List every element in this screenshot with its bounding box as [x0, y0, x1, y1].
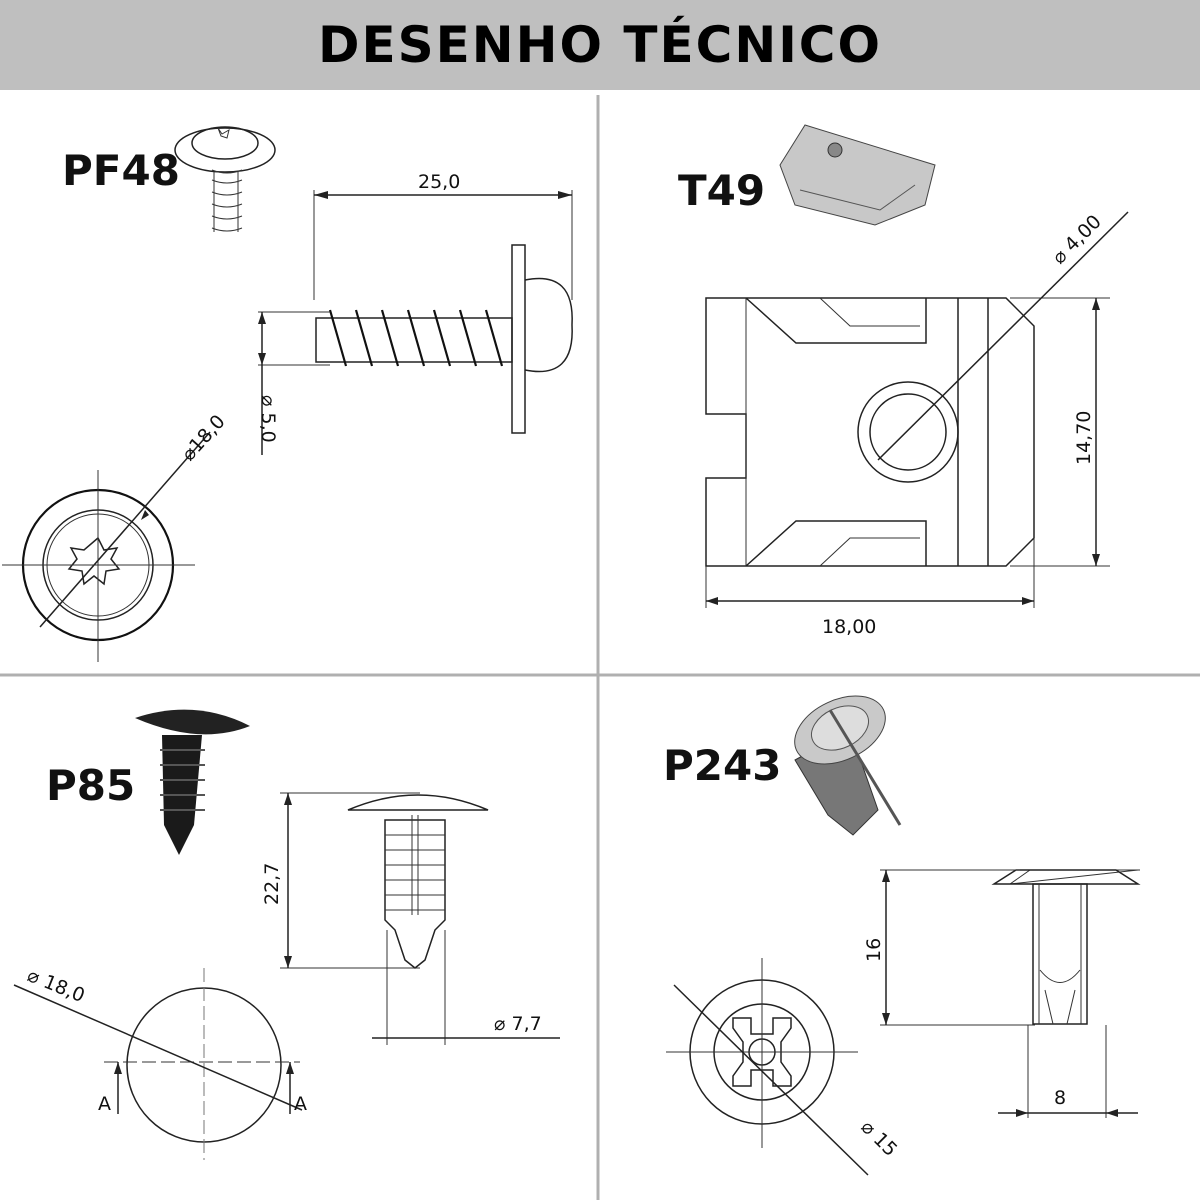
part-label-p243: P243	[663, 741, 781, 790]
part-t49: T49 14,70 18,00 ⌀ 4,	[678, 124, 1129, 638]
dim-t49-width: 18,00	[822, 616, 876, 638]
page-title: DESENHO TÉCNICO	[317, 16, 883, 74]
dim-p85-shank-diameter: ⌀ 7,7	[494, 1013, 542, 1035]
p85-side-view: 22,7 ⌀ 7,7	[261, 792, 560, 1045]
p243-side-view: 16 8	[863, 869, 1141, 1118]
part-label-pf48: PF48	[62, 146, 180, 195]
part-p243: P243 16 8	[663, 695, 1141, 1176]
header-banner: DESENHO TÉCNICO	[0, 0, 1200, 90]
pf48-3d-icon	[174, 126, 276, 232]
dim-p243-diameter: ⌀ 15	[856, 1116, 901, 1161]
t49-3d-icon	[779, 124, 936, 226]
p243-3d-icon	[794, 695, 902, 836]
dim-p243-width: 8	[1054, 1087, 1066, 1109]
dim-p85-head-diameter: ⌀ 18,0	[24, 964, 88, 1007]
dim-pf48-length: 25,0	[418, 171, 460, 193]
part-label-p85: P85	[46, 761, 135, 810]
dim-p85-length: 22,7	[261, 863, 283, 905]
part-pf48: PF48 ⌀ 5,0 25,0	[2, 126, 573, 662]
t49-front-view: 14,70 18,00 ⌀ 4,00	[705, 211, 1129, 638]
dim-t49-hole-diameter: ⌀ 4,00	[1048, 211, 1106, 269]
pf48-side-view: ⌀ 5,0 25,0	[257, 171, 573, 455]
section-label-left: A	[98, 1093, 111, 1115]
dim-pf48-head-diameter: ⌀18,0	[177, 411, 229, 466]
p85-3d-icon	[135, 709, 250, 855]
p243-top-view: ⌀ 15	[666, 958, 901, 1176]
dim-pf48-shank-diameter: ⌀ 5,0	[257, 395, 279, 443]
p85-top-view: A A ⌀ 18,0	[13, 964, 307, 1160]
part-p85: P85 22,7 ⌀ 7,7 A A	[13, 709, 560, 1160]
section-label-right: A	[294, 1093, 307, 1115]
pf48-top-view: ⌀18,0	[2, 411, 230, 662]
dim-t49-height: 14,70	[1073, 411, 1095, 465]
dim-p243-height: 16	[863, 938, 885, 962]
part-label-t49: T49	[678, 166, 765, 215]
